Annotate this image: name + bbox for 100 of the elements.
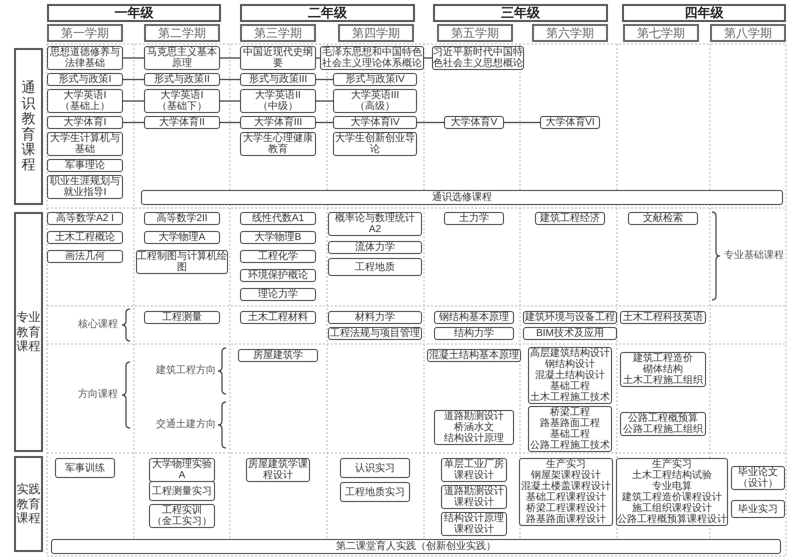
connector-line xyxy=(123,78,144,80)
course-name: 形式与政策I xyxy=(58,74,112,85)
grade-title: 一年级 xyxy=(114,4,154,22)
course-name: （基础下） xyxy=(157,101,207,112)
course-bar xyxy=(51,539,781,554)
category-title: 实践教育课程 xyxy=(16,482,40,526)
course-name: 高等数学2II xyxy=(156,213,208,224)
course-box xyxy=(144,89,220,113)
course-name: 土木工程科技英语 xyxy=(623,312,703,323)
course-name: 高等数学A2 I xyxy=(56,213,114,224)
course-name: 画法几何 xyxy=(65,251,105,262)
course-box xyxy=(620,311,706,324)
course-name: 大学物理A xyxy=(158,232,206,243)
course-name: 大学体育I xyxy=(64,117,106,128)
course-box xyxy=(616,458,728,526)
course-name: BIM技术及应用 xyxy=(536,328,604,339)
course-box xyxy=(528,406,612,452)
semester-header xyxy=(532,24,608,42)
course-name: 军事训练 xyxy=(65,462,105,474)
course-name: 道路勘测设计课程设计 xyxy=(443,486,505,508)
grade-title: 二年级 xyxy=(308,4,347,22)
semester-title: 第四学期 xyxy=(352,25,400,42)
course-box xyxy=(144,311,220,324)
course-name: （基础上） xyxy=(60,101,110,112)
course-name: 理论力学 xyxy=(258,289,298,300)
course-name: 大学英语III xyxy=(350,90,400,101)
course-name: 钢结构设计 xyxy=(545,359,595,370)
course-box xyxy=(523,327,617,340)
course-name: 基础工程课程设计 xyxy=(526,492,606,503)
course-name: （金工实习） xyxy=(152,516,212,527)
course-name: （设计） xyxy=(738,478,778,489)
course-name: 混凝土结构设计 xyxy=(535,370,605,381)
course-name: 结构力学 xyxy=(454,328,494,339)
course-box xyxy=(149,504,215,528)
group-label: 交通土建方向 xyxy=(156,419,216,430)
course-name: 文献检索 xyxy=(643,213,683,224)
course-box xyxy=(47,73,123,86)
course-name: 马克思主义基本原理 xyxy=(146,47,218,69)
course-name: 生产实习 xyxy=(546,459,586,470)
course-name: 建筑工程经济 xyxy=(540,213,600,224)
course-name: 高层建筑结构设计 xyxy=(530,348,610,359)
course-name: 公路工程概预算 xyxy=(628,413,698,424)
course-box xyxy=(340,482,410,502)
course-name: 大学生心理健康教育 xyxy=(242,133,314,155)
semester-header xyxy=(710,24,786,42)
course-name: 基础工程 xyxy=(550,381,590,392)
course-name: 大学生计算机与基础 xyxy=(49,133,121,155)
course-box xyxy=(628,212,698,225)
course-name: 结构设计原理课程设计 xyxy=(443,513,505,535)
course-name: 材料力学 xyxy=(355,312,395,323)
course-box xyxy=(47,159,123,172)
course-name: 桥涵水文 xyxy=(454,422,494,433)
course-name: 桥梁工程 xyxy=(550,407,590,418)
course-box xyxy=(47,212,123,225)
semester-title: 第六学期 xyxy=(546,25,594,42)
course-name: （中级） xyxy=(258,101,298,112)
grade-title: 四年级 xyxy=(684,4,724,22)
course-name: 钢屋架课程设计 xyxy=(531,470,601,481)
course-name: 线性代数A1 xyxy=(252,213,304,224)
course-box xyxy=(144,116,220,129)
grade-header xyxy=(622,4,786,22)
course-box xyxy=(540,116,600,129)
course-box xyxy=(144,231,220,244)
course-box xyxy=(240,288,316,301)
course-name: 工程地质 xyxy=(355,262,395,272)
course-name: 职业生涯规划与就业指导I xyxy=(49,176,121,198)
course-box xyxy=(47,89,123,113)
course-name: 混凝土楼盖课程设计 xyxy=(521,481,611,492)
course-name: 建筑工程造价 xyxy=(633,353,693,364)
course-box xyxy=(328,241,422,254)
course-name: 房屋建筑学课程设计 xyxy=(247,459,309,481)
course-name: 大学物理B xyxy=(254,232,302,243)
semester-header xyxy=(240,24,316,42)
course-name: 工程法规与项目管理 xyxy=(330,328,420,339)
semester-header xyxy=(437,24,513,42)
semester-header xyxy=(47,24,123,42)
semester-header xyxy=(144,24,220,42)
category-box xyxy=(14,48,43,205)
course-name: 房屋建筑学 xyxy=(253,350,303,361)
connector-line xyxy=(220,122,240,124)
course-name: 工程测量实习 xyxy=(152,486,212,496)
course-name: 基础工程 xyxy=(550,429,590,440)
semester-title: 第八学期 xyxy=(724,25,772,42)
connector-line xyxy=(123,122,144,124)
connector-line xyxy=(316,100,333,102)
course-name: （高级） xyxy=(355,101,395,112)
connector-line xyxy=(220,78,240,80)
course-box xyxy=(240,212,316,225)
course-box xyxy=(333,73,417,86)
course-name: 单层工业厂房课程设计 xyxy=(443,459,505,481)
group-label: 建筑工程方向 xyxy=(156,365,216,376)
course-box xyxy=(731,466,785,490)
course-box xyxy=(55,458,115,478)
course-box xyxy=(528,347,612,404)
course-name: 土木工程概论 xyxy=(55,232,115,243)
connector-line xyxy=(123,57,144,59)
course-name: 环境保护概论 xyxy=(248,270,308,281)
course-name: 结构设计原理 xyxy=(444,433,504,444)
course-name: 毕业论文 xyxy=(738,467,778,478)
course-box xyxy=(620,352,706,387)
